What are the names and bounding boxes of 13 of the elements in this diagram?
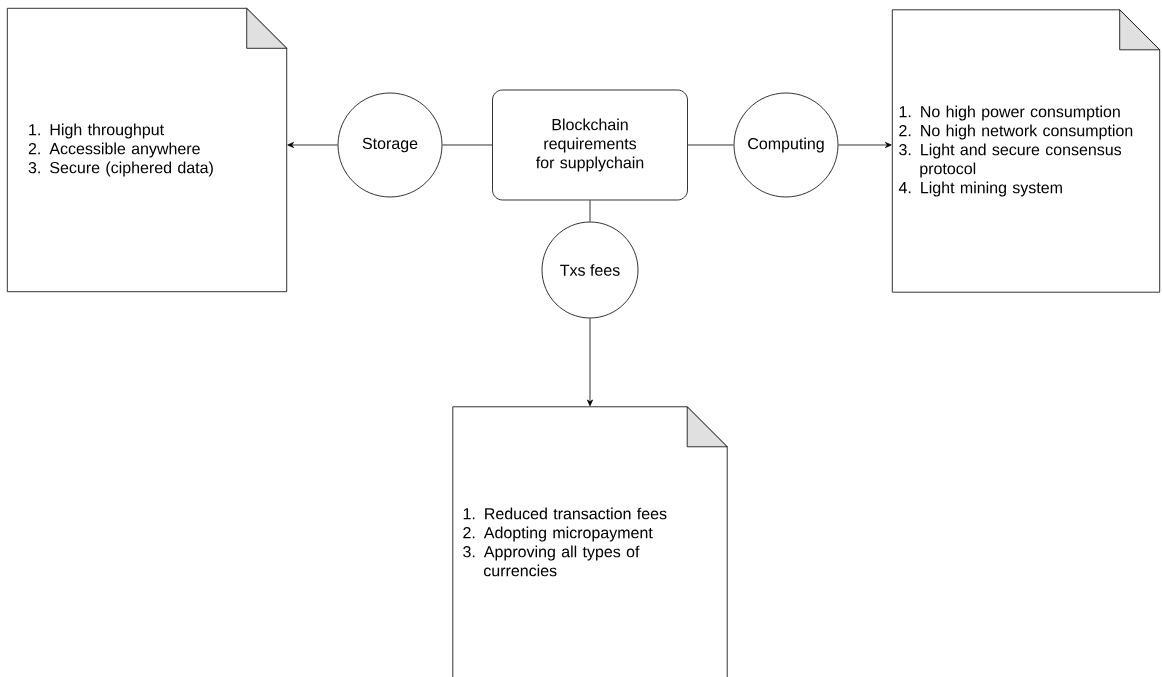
circle-node: Storage	[337, 92, 443, 198]
circle-node: Computing	[733, 92, 839, 198]
node-label: 1. Reduced transaction fees	[463, 507, 667, 520]
connector-line	[687, 144, 734, 146]
connector-line	[589, 200, 591, 222]
rounded-box: Blockchain requirements for supplychain	[492, 89, 688, 201]
connector-line	[442, 144, 493, 146]
circle-node: Txs fees	[541, 221, 639, 319]
arrow	[587, 318, 593, 407]
node-label: 3. Approving all types of currencies	[463, 545, 640, 577]
arrow	[838, 142, 892, 148]
node-label: 2. Adopting micropayment	[463, 526, 653, 542]
arrow	[287, 142, 338, 148]
